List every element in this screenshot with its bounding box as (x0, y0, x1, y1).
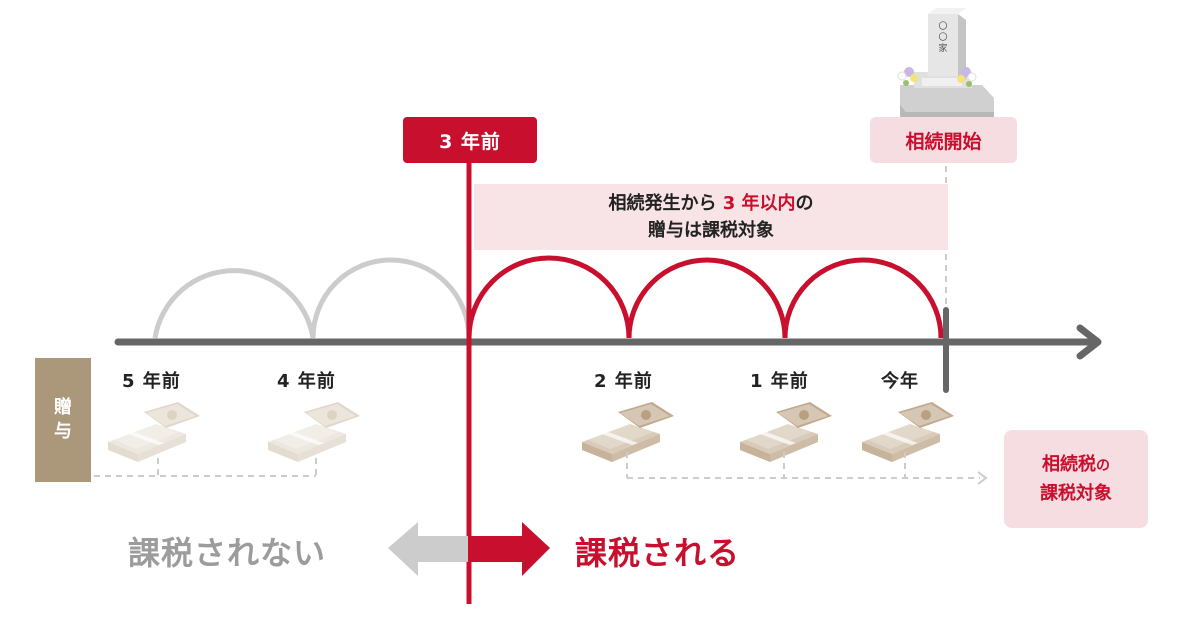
arc-1y-0y (782, 257, 944, 339)
arrow-not-taxed (388, 522, 468, 576)
period-note-line1: 相続発生から 3 年以内の (608, 193, 814, 214)
year-label-2: 2 年前 (594, 371, 653, 392)
arc-2y-1y (626, 257, 788, 339)
year-label-0: 今年 (881, 371, 919, 392)
three-year-period-note: 相続発生から 3 年以内の 贈与は課税対象 (474, 184, 948, 250)
year-label-4: 4 年前 (277, 371, 336, 392)
connector-not-taxed (94, 458, 317, 477)
period-highlight: 3 年以内 (722, 193, 796, 214)
taxed-label: 課税される (575, 534, 741, 572)
year-label-1: 1 年前 (750, 371, 809, 392)
connector-taxed (626, 452, 980, 479)
inheritance-start-badge: 相続開始 (870, 117, 1017, 163)
inheritance-tax-target-box: 相続税の 課税対象 (1004, 430, 1148, 528)
three-years-marker: 3 年前 (403, 117, 537, 163)
year-label-5: 5 年前 (122, 371, 181, 392)
arrow-taxed (470, 522, 550, 576)
not-taxed-label: 課税されない (128, 534, 327, 572)
arc-4y-3y (310, 257, 472, 339)
axis-arrowhead (1076, 324, 1102, 360)
money-stack-1y (740, 402, 832, 462)
gift-tag: 贈 与 (35, 358, 91, 482)
gravestone-text: 〇 〇 家 (938, 22, 948, 54)
period-note-line2: 贈与は課税対象 (648, 220, 774, 241)
arc-3y-2y (466, 255, 632, 339)
money-stack-0y (862, 402, 954, 462)
money-stack-5y (108, 402, 200, 462)
connector-arrowhead (977, 471, 988, 485)
arc-5y-4y (152, 268, 316, 339)
money-stack-4y (268, 402, 360, 462)
gravestone-illustration (897, 8, 994, 118)
